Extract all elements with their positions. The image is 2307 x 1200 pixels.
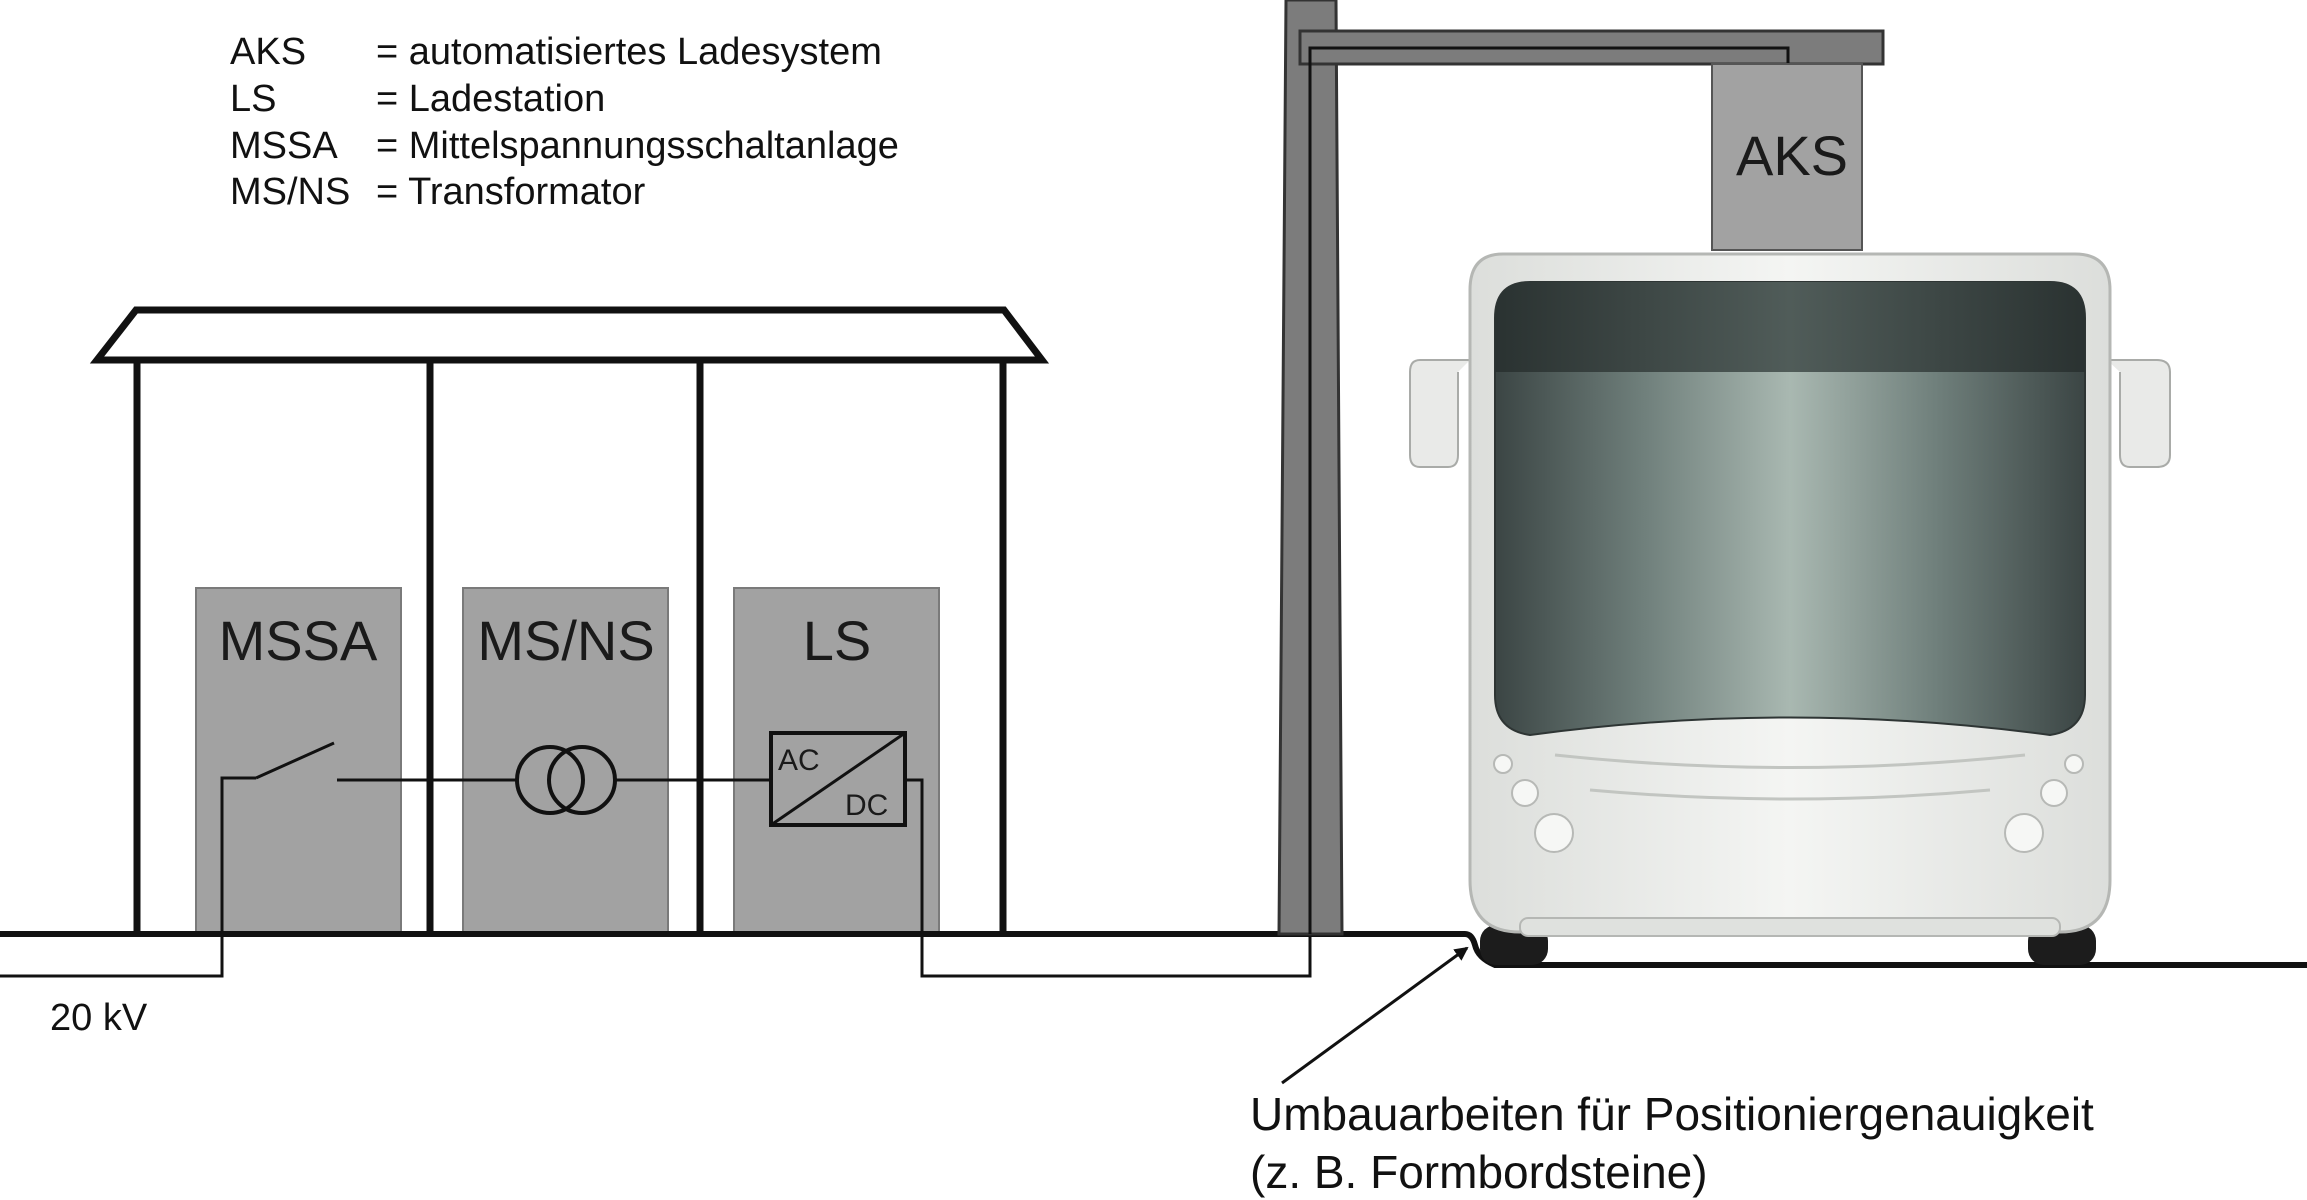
mssa-label: MSSA xyxy=(219,609,378,672)
ls-label: LS xyxy=(803,609,872,672)
transformer-coil-2 xyxy=(547,745,617,815)
mast-cable xyxy=(1308,46,1790,934)
converter-dc-label: DC xyxy=(845,789,888,822)
legend-def-msns: = Transformator xyxy=(376,171,646,213)
msns-label: MS/NS xyxy=(477,609,654,672)
transformer-coil-1 xyxy=(515,745,585,815)
building-roof xyxy=(89,306,1050,364)
legend-def-mssa: = Mittelspannungsschaltanlage xyxy=(376,125,899,167)
msns-box xyxy=(462,587,669,935)
ground-line xyxy=(0,931,2307,968)
station-building xyxy=(89,306,1050,934)
aks-label: AKS xyxy=(1736,124,1848,187)
converter-box xyxy=(769,731,907,827)
acdc-converter: AC DC xyxy=(769,731,907,827)
legend-def-aks: = automatisiertes Ladesystem xyxy=(376,31,882,73)
charging-mast: AKS xyxy=(1277,0,1885,936)
bus-headlight-left xyxy=(1534,813,1574,853)
bus-headlight-right xyxy=(2004,813,2044,853)
mssa-box xyxy=(195,587,402,935)
transformer-symbol xyxy=(515,745,617,815)
equipment-boxes: MSSA MS/NS LS xyxy=(195,587,940,935)
bus-light-left-mid xyxy=(1511,779,1539,807)
bus-front-line-2 xyxy=(1589,788,1991,801)
electric-bus xyxy=(1409,252,2171,965)
bus-mirror-right xyxy=(2107,359,2171,468)
legend-abbr-msns: MS/NS xyxy=(230,171,350,213)
annotation-line-2: (z. B. Formbordsteine) xyxy=(1250,1146,1708,1198)
annotation-arrow xyxy=(1281,946,1469,1085)
annotation-line-1: Umbauarbeiten für Positioniergenauigkeit xyxy=(1250,1088,2094,1140)
bus-mirror-left xyxy=(1409,359,1470,468)
legend: AKS = automatisiertes Ladesystem LS = La… xyxy=(230,31,899,213)
bus-front-line-1 xyxy=(1554,753,2026,769)
bus-light-right-mid xyxy=(2040,779,2068,807)
bus-light-right-small xyxy=(2064,754,2084,774)
legend-def-ls: = Ladestation xyxy=(376,78,605,120)
legend-abbr-mssa: MSSA xyxy=(230,125,338,167)
converter-diagonal xyxy=(770,731,906,827)
voltage-label: 20 kV xyxy=(50,997,148,1039)
bus-destination-display xyxy=(1495,282,2085,372)
aks-box xyxy=(1711,63,1863,251)
legend-abbr-ls: LS xyxy=(230,78,276,120)
switch-blade xyxy=(255,741,335,780)
converter-ac-label: AC xyxy=(778,744,820,777)
cable-20kv-in xyxy=(0,776,256,978)
bus-light-left-small xyxy=(1493,754,1513,774)
legend-abbr-aks: AKS xyxy=(230,31,306,73)
bus-bumper xyxy=(1519,917,2061,937)
